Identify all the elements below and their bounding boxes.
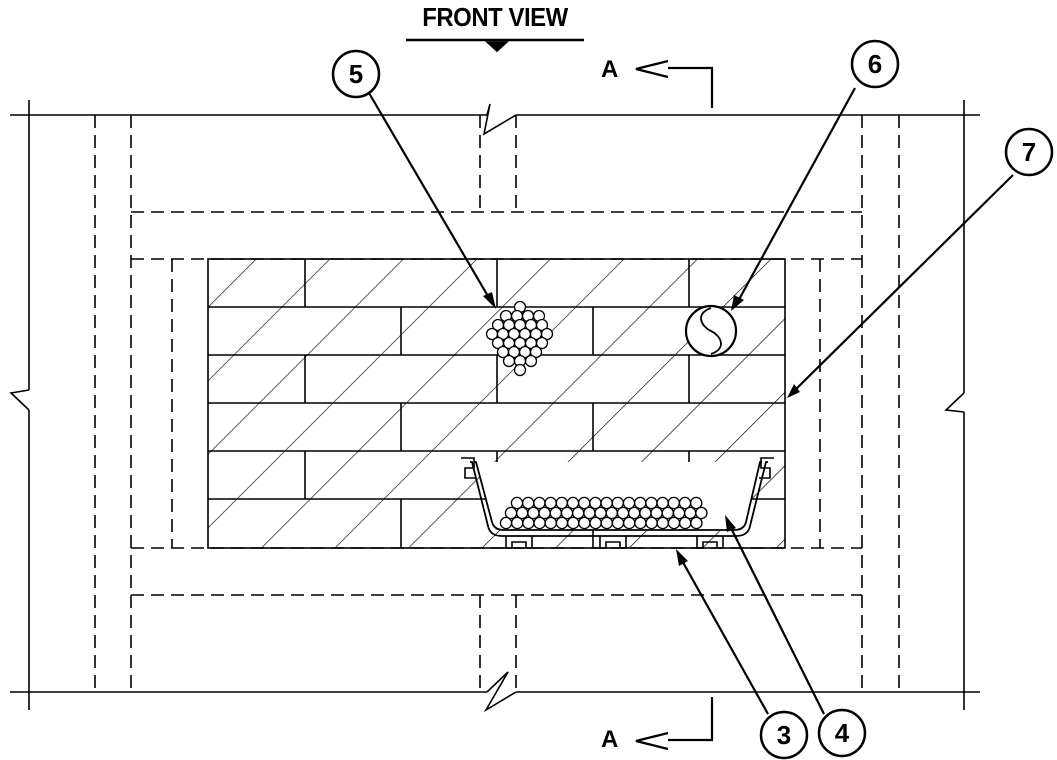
section-mark-top [635, 59, 714, 108]
callout-7-number: 7 [1022, 137, 1036, 167]
frame-bottom-line [10, 671, 980, 713]
cable [577, 496, 591, 510]
cable [524, 354, 538, 368]
cable [689, 496, 703, 510]
cable [504, 506, 518, 520]
title-pointer [484, 41, 510, 53]
section-mark-bottom [635, 697, 714, 751]
callout-4-number: 4 [835, 718, 850, 748]
section-mark-bottom-label: A [601, 726, 619, 753]
callout-7: 7 [1004, 127, 1054, 177]
cable [667, 496, 681, 510]
frame-top-line [10, 103, 980, 136]
cable [622, 496, 636, 510]
callout-3-number: 3 [777, 720, 791, 750]
cable [678, 496, 692, 510]
cable [695, 506, 708, 520]
pipe-sleeve-symbol [700, 307, 722, 355]
cable [555, 496, 569, 510]
pipe-penetrant [684, 304, 738, 358]
callout-4: 4 [817, 708, 867, 758]
cable [566, 496, 580, 510]
callout-6-number: 6 [868, 49, 882, 79]
cable [690, 516, 703, 530]
callout-3: 3 [759, 710, 809, 760]
cable [535, 336, 549, 350]
callout-5: 5 [331, 49, 381, 99]
cable [513, 363, 527, 377]
frame-left-line [9, 100, 30, 710]
callout-6: 6 [850, 39, 900, 89]
cable [521, 496, 535, 510]
cable [633, 496, 647, 510]
cable [611, 496, 625, 510]
tray-rail-slots [505, 536, 724, 549]
frame-right-line [944, 100, 965, 710]
cable [533, 496, 546, 510]
leader-lines [368, 87, 1014, 715]
cable [600, 496, 613, 510]
cable [502, 354, 516, 368]
cable [645, 496, 658, 510]
tray-cable-bundle [499, 496, 708, 530]
section-mark-top-label: A [601, 56, 619, 83]
cable [589, 496, 602, 510]
cable-bundle [485, 300, 554, 377]
page-title: FRONT VIEW [422, 2, 568, 32]
cable [510, 496, 524, 510]
cable [656, 496, 669, 510]
callout-5-number: 5 [349, 59, 363, 89]
cable [544, 496, 557, 510]
